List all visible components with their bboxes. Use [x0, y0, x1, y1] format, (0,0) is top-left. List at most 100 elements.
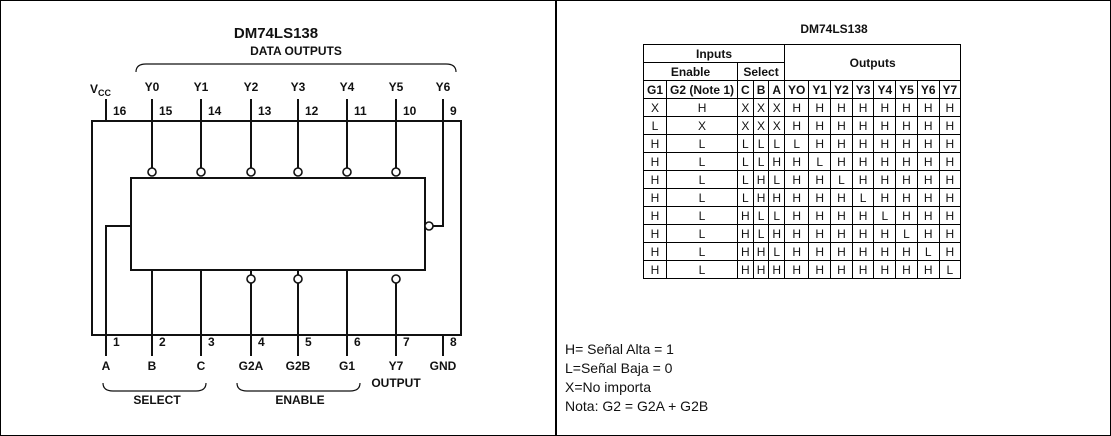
column-header: Y4 [873, 80, 897, 99]
table-cell: L [768, 206, 786, 225]
table-cell: L [851, 188, 875, 207]
table-cell: H [642, 260, 668, 279]
table-cell: H [808, 206, 832, 225]
table-cell: H [752, 242, 770, 261]
top-pin-number: 15 [159, 104, 173, 118]
bottom-pin-number: 8 [450, 335, 457, 349]
inversion-bubble [391, 274, 401, 284]
table-cell: H [895, 170, 918, 189]
table-cell: L [808, 152, 832, 171]
inversion-bubble [293, 167, 303, 177]
bottom-pin-name: Y7 [389, 359, 404, 373]
table-cell: H [916, 170, 940, 189]
table-cell: L [938, 260, 962, 279]
bottom-pin-name: C [197, 359, 206, 373]
table-cell: H [808, 116, 832, 135]
table-cell: H [873, 170, 897, 189]
table-cell: H [666, 98, 739, 117]
column-header: B [752, 80, 770, 99]
table-cell: L [666, 260, 739, 279]
table-cell: H [873, 242, 897, 261]
top-pin-name: Y4 [340, 80, 355, 94]
table-cell: X [642, 98, 668, 117]
table-cell: H [784, 98, 810, 117]
table-cell: L [752, 134, 770, 153]
table-cell: H [830, 188, 853, 207]
table-cell: H [808, 188, 832, 207]
table-cell: H [768, 152, 786, 171]
table-cell: H [830, 242, 853, 261]
table-cell: H [895, 242, 918, 261]
table-cell: H [737, 224, 754, 243]
table-cell: H [752, 170, 770, 189]
top-pin-number: 9 [450, 104, 457, 118]
bottom-pin-name: G1 [339, 359, 355, 373]
package-outline [91, 120, 462, 336]
table-cell: H [938, 116, 962, 135]
table-cell: L [768, 170, 786, 189]
table-cell: H [784, 260, 810, 279]
select-label: SELECT [133, 393, 181, 407]
table-cell: H [808, 224, 832, 243]
table-cell: H [830, 134, 853, 153]
table-cell: H [916, 98, 940, 117]
table-cell: H [916, 134, 940, 153]
inversion-bubble [391, 167, 401, 177]
table-cell: H [642, 170, 668, 189]
enable-label: ENABLE [275, 393, 324, 407]
table-cell: H [642, 188, 668, 207]
table-cell: H [895, 188, 918, 207]
table-cell: H [873, 116, 897, 135]
table-cell: X [752, 116, 770, 135]
table-cell: H [784, 170, 810, 189]
table-cell: H [784, 224, 810, 243]
bottom-pin-name: G2B [286, 359, 311, 373]
table-cell: H [642, 242, 668, 261]
panel-divider [555, 0, 557, 436]
table-cell: L [737, 188, 754, 207]
inputs-header: Inputs [642, 44, 786, 63]
decoder-block [130, 177, 426, 271]
table-cell: H [784, 242, 810, 261]
table-cell: H [851, 206, 875, 225]
top-pin-number: 10 [403, 104, 417, 118]
inversion-bubble [196, 167, 206, 177]
top-pin-number: 14 [208, 104, 222, 118]
bottom-pin-name: B [148, 359, 157, 373]
column-header: Y7 [938, 80, 962, 99]
table-cell: H [737, 206, 754, 225]
bottom-pin-number: 5 [305, 335, 312, 349]
table-cell: H [938, 242, 962, 261]
top-pin-number: 12 [305, 104, 319, 118]
bottom-pin-number: 7 [403, 335, 410, 349]
top-pin-name: Y3 [291, 80, 306, 94]
enable-brace [236, 382, 361, 392]
table-cell: H [895, 116, 918, 135]
column-header: C [737, 80, 754, 99]
column-header: Y2 [830, 80, 853, 99]
table-cell: L [642, 116, 668, 135]
table-cell: L [768, 134, 786, 153]
column-header: Y1 [808, 80, 832, 99]
inversion-bubble [342, 167, 352, 177]
top-pin-number: 11 [354, 104, 367, 118]
bottom-pin-name: GND [430, 359, 457, 373]
top-pin-number: 16 [113, 104, 127, 118]
table-cell: H [851, 98, 875, 117]
table-cell: H [808, 134, 832, 153]
table-cell: H [737, 260, 754, 279]
table-cell: H [851, 152, 875, 171]
top-pin-name: Y2 [244, 80, 259, 94]
table-cell: L [737, 134, 754, 153]
table-cell: H [916, 188, 940, 207]
select-header: Select [737, 62, 786, 81]
table-title: DM74LS138 [800, 22, 868, 36]
table-cell: H [938, 188, 962, 207]
